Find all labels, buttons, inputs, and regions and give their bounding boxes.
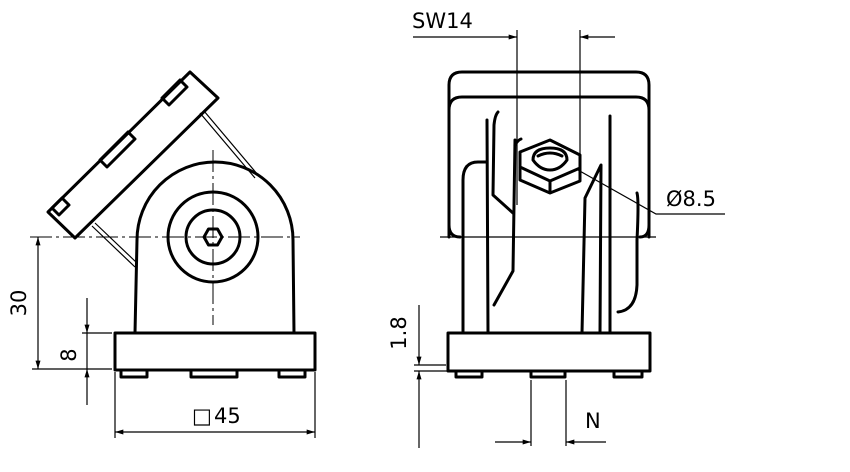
base-plate bbox=[446, 331, 652, 373]
pivot-upright bbox=[133, 160, 296, 335]
square-symbol: □ bbox=[192, 404, 212, 428]
dim-height-label: 30 bbox=[7, 290, 31, 317]
base-feet bbox=[454, 369, 644, 379]
hex-nut bbox=[518, 138, 582, 195]
dim-slot-width-label: N bbox=[585, 409, 601, 433]
dim-foot-height-label: 1.8 bbox=[387, 316, 411, 349]
front-view: SW14 Ø8.5 1.8 N bbox=[387, 9, 725, 448]
base-feet bbox=[119, 369, 307, 379]
base-plate bbox=[113, 331, 317, 372]
tilted-profile-plate bbox=[46, 70, 259, 268]
side-view: 30 8 □ 45 bbox=[7, 70, 317, 438]
profile-cap bbox=[447, 70, 651, 239]
dim-base-thickness-label: 8 bbox=[57, 348, 81, 361]
dim-square-size-label: 45 bbox=[214, 404, 241, 428]
dim-bore-diameter-label: Ø8.5 bbox=[666, 187, 716, 211]
dim-wrench-size-label: SW14 bbox=[412, 9, 473, 33]
